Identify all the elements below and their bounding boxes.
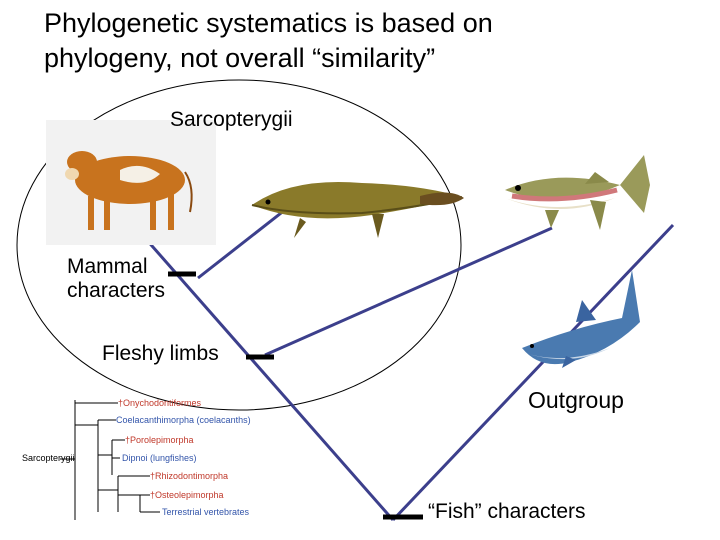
clade-ellipse [16,79,462,411]
page-title: Phylogenetic systematics is based on phy… [44,6,684,76]
lungfish-icon [251,181,464,238]
branch-cow [136,229,395,521]
mammal-label-line-2: characters [67,279,166,302]
branch-trout [264,226,553,357]
cow-icon [65,151,193,230]
inset-taxon: Dipnoi (lungfishes) [122,453,197,463]
inset-taxon: †Rhizodontimorpha [150,471,229,481]
inset-taxon: †Osteolepimorpha [150,490,224,500]
character-ticks [168,271,423,520]
clade-label: Sarcopterygii [170,108,293,131]
trout-icon [505,155,650,230]
inset-taxon: Terrestrial vertebrates [162,507,250,517]
tree-branches [136,186,675,522]
mammal-characters-label: Mammal characters [67,255,165,303]
inset-taxon: †Onychodontiformes [118,398,202,408]
title-line-2: phylogeny, not overall “similarity” [44,43,436,73]
fish-characters-label: “Fish” characters [428,500,586,523]
branch-outgroup [391,223,675,522]
outgroup-label: Outgroup [528,387,624,413]
mammal-label-line-1: Mammal [67,255,148,278]
shark-icon [522,270,640,368]
title-line-1: Phylogenetic systematics is based on [44,8,493,38]
inset-taxon: Coelacanthimorpha (coelacanths) [116,415,251,425]
inset-taxon: †Porolepimorpha [125,435,194,445]
inset-tree [60,400,160,520]
inset-root-label: Sarcopterygii [22,453,75,463]
fleshy-limbs-label: Fleshy limbs [102,342,219,365]
